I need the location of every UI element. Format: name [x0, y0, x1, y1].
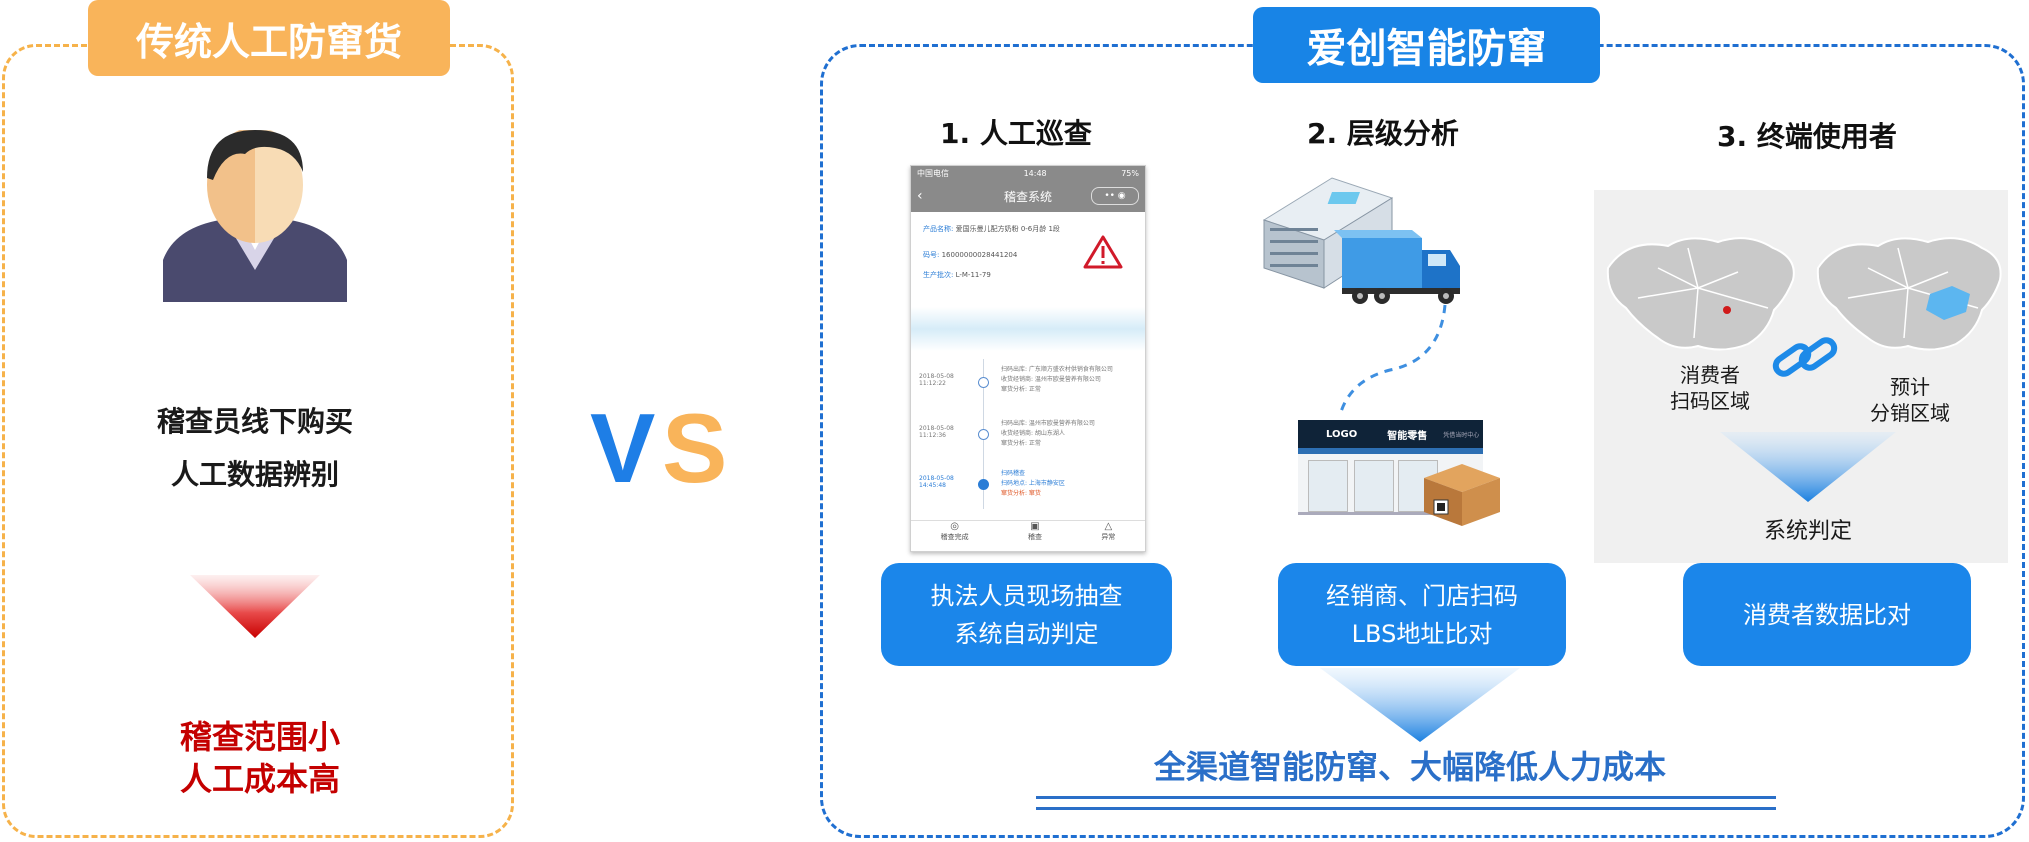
traditional-title: 传统人工防窜货: [88, 0, 450, 76]
tab-abnormal[interactable]: △异常: [1101, 521, 1116, 541]
step-1-label: 1. 人工巡查: [940, 117, 1092, 150]
vs-s-letter: S: [662, 393, 728, 503]
phone-battery: 75%: [1121, 168, 1139, 178]
left-line-2: 人工数据辨别: [170, 458, 339, 491]
phone-header-title: 稽查系统: [1003, 189, 1052, 204]
blue-down-arrow-icon: [1720, 432, 1896, 502]
warehouse-truck-illustration: [1262, 177, 1460, 304]
footer-underline-1: [1036, 796, 1776, 799]
store-logo-text: LOGO: [1326, 428, 1358, 440]
menu-capsule-icon[interactable]: •• ◉: [1091, 187, 1139, 205]
consumer-scan-region-label: 消费者扫码区域: [1670, 363, 1750, 413]
phone-time: 14:48: [1023, 168, 1047, 178]
vs-v-letter: V: [590, 393, 656, 503]
tab-completed[interactable]: ◎稽查完成: [940, 521, 969, 541]
footer-down-arrow-icon: [1320, 668, 1520, 742]
tab-inspect[interactable]: ▣稽查: [1027, 521, 1042, 541]
warning-icon: [1083, 235, 1123, 269]
link-chain-icon: [1772, 337, 1838, 377]
footer-slogan: 全渠道智能防窜、大幅降低人力成本: [1153, 748, 1666, 786]
store-subtitle: 凭借当时中心: [1443, 431, 1480, 439]
package-box-icon: [1424, 464, 1500, 526]
forecast-distribution-region-label: 预计分销区域: [1870, 375, 1950, 425]
step-3-label: 3. 终端使用者: [1717, 120, 1897, 153]
inspector-person-icon: [163, 130, 347, 302]
phone-carrier: 中国电信: [917, 168, 949, 178]
smart-title: 爱创智能防窜: [1253, 7, 1600, 83]
store-name: 智能零售: [1387, 430, 1428, 442]
route-dashed-line: [1338, 304, 1447, 416]
back-icon[interactable]: ‹: [917, 188, 923, 204]
inspection-phone-screenshot: 中国电信 14:48 75% ‹ 稽查系统 •• ◉ 产品名称: 爱国乐曼儿配方…: [910, 165, 1146, 552]
footer-underline-2: [1036, 807, 1776, 810]
system-judge-label: 系统判定: [1763, 519, 1852, 544]
left-line-1: 稽查员线下购买: [156, 405, 353, 438]
step-2-label: 2. 层级分析: [1307, 117, 1459, 150]
step-2-box: 经销商、门店扫码 LBS地址比对: [1278, 563, 1566, 666]
red-down-arrow-icon: [190, 575, 320, 638]
left-result-2: 人工成本高: [179, 760, 340, 798]
china-map-left: [1606, 237, 1795, 351]
step-1-box: 执法人员现场抽查 系统自动判定: [881, 563, 1172, 666]
china-map-right: [1816, 237, 2002, 351]
step-3-box: 消费者数据比对: [1683, 563, 1971, 666]
left-result-1: 稽查范围小: [179, 718, 340, 756]
